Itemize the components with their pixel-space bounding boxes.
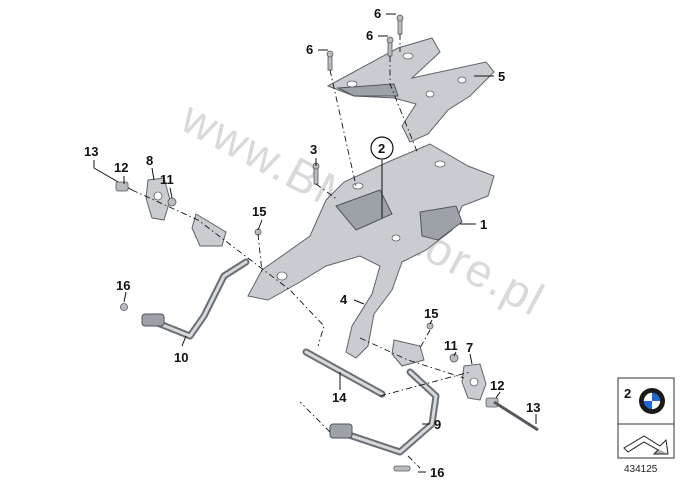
label-12-left: 12 xyxy=(114,160,128,175)
nut-12-left xyxy=(115,181,129,192)
part-10-left-rail xyxy=(141,258,250,340)
label-16-right: 16 xyxy=(430,465,444,480)
bolt-6-c xyxy=(396,14,404,35)
bmw-logo-icon xyxy=(639,388,665,414)
part-1-rear-frame xyxy=(247,143,495,359)
leader-lines xyxy=(93,13,537,473)
part-9-right-rail xyxy=(329,368,440,456)
washer-11-left xyxy=(167,197,177,207)
label-12-right: 12 xyxy=(490,378,504,393)
label-8: 8 xyxy=(146,153,153,168)
nut-12-right xyxy=(485,397,499,408)
bolt-6-b xyxy=(386,36,394,57)
label-6-left: 6 xyxy=(306,42,313,57)
label-5: 5 xyxy=(498,69,505,84)
label-16-left: 16 xyxy=(116,278,130,293)
svg-text:2: 2 xyxy=(378,141,385,156)
part-14-cross-tube xyxy=(302,348,386,398)
legend-number: 2 xyxy=(624,386,631,401)
label-7: 7 xyxy=(466,340,473,355)
label-13-right: 13 xyxy=(526,400,540,415)
label-1: 1 xyxy=(480,217,487,232)
part-5-carrier-plate xyxy=(326,37,495,143)
mount-arm-left xyxy=(191,213,227,247)
label-3: 3 xyxy=(310,142,317,157)
label-14: 14 xyxy=(332,390,347,405)
label-13-left: 13 xyxy=(84,144,98,159)
mount-arm-right xyxy=(391,339,425,367)
screw-16-left xyxy=(120,303,128,311)
callout-2-circle: 2 xyxy=(370,136,394,160)
screw-13-right xyxy=(493,400,539,432)
label-15-left: 15 xyxy=(252,204,266,219)
part-8-bracket xyxy=(145,177,171,221)
legend-box: 2 434125 xyxy=(617,377,675,475)
part-arrow-icon xyxy=(623,435,669,455)
label-10: 10 xyxy=(174,350,188,365)
label-6-middle: 6 xyxy=(366,28,373,43)
label-6-top: 6 xyxy=(374,6,381,21)
bolt-6-a xyxy=(326,50,334,71)
bolt-3 xyxy=(312,162,320,185)
washer-11-right xyxy=(449,353,459,363)
part-7-bracket xyxy=(461,363,487,401)
label-11-left: 11 xyxy=(160,172,174,187)
label-4: 4 xyxy=(340,292,348,307)
screw-16-right xyxy=(393,465,411,472)
document-number: 434125 xyxy=(624,464,658,475)
label-9: 9 xyxy=(434,417,441,432)
assembly-lines xyxy=(131,34,471,469)
label-11-right: 11 xyxy=(444,338,458,353)
label-15-right: 15 xyxy=(424,306,438,321)
part-labels: 6 6 6 5 3 1 4 13 12 8 11 15 16 10 14 9 1… xyxy=(84,6,540,480)
